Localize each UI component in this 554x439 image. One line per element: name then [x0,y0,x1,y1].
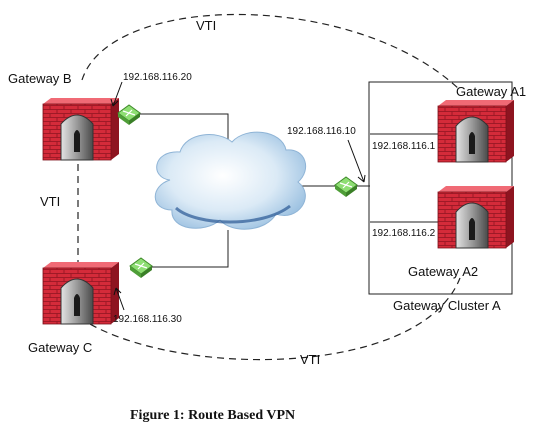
arrow-ip-c [113,287,125,311]
arrow-ip-cluster [347,139,366,183]
link-c-to-internet [152,230,229,268]
vti-tunnel-top [81,13,461,91]
gateway-b-switch-icon [117,104,141,126]
gateway-c-label: Gateway C [28,340,92,355]
gateway-c-ip: 192.168.116.30 [113,314,182,325]
cluster-ip: 192.168.116.10 [287,126,356,137]
gateway-b-ip: 192.168.116.20 [123,72,192,83]
gateway-a2-firewall-icon [437,185,515,249]
arrow-ip-b [110,81,123,107]
gateway-b-label: Gateway B [8,71,72,86]
gateway-b-firewall-icon [42,97,120,161]
gateway-a2-ip: 192.168.116.2 [372,228,436,239]
vti-tunnel-bottom [79,277,461,361]
gateway-a2-label: Gateway A2 [408,264,478,279]
vti-label-left: VTI [40,194,60,209]
gateway-a1-firewall-icon [437,99,515,163]
figure-caption: Figure 1: Route Based VPN [130,408,295,423]
link-cluster-backbone [357,133,440,223]
gateway-c-switch-icon [129,257,153,279]
gateway-a1-label: Gateway A1 [456,84,526,99]
gateway-cluster-label: Gateway Cluster A [393,298,501,313]
link-b-to-internet [140,113,229,150]
cluster-switch-icon [334,176,358,198]
vti-label-bottom: VTI [300,352,320,367]
gateway-a1-ip: 192.168.116.1 [372,141,436,152]
gateway-c-firewall-icon [42,261,120,325]
cloud-icon [154,131,307,230]
vti-label-top: VTI [196,18,216,33]
